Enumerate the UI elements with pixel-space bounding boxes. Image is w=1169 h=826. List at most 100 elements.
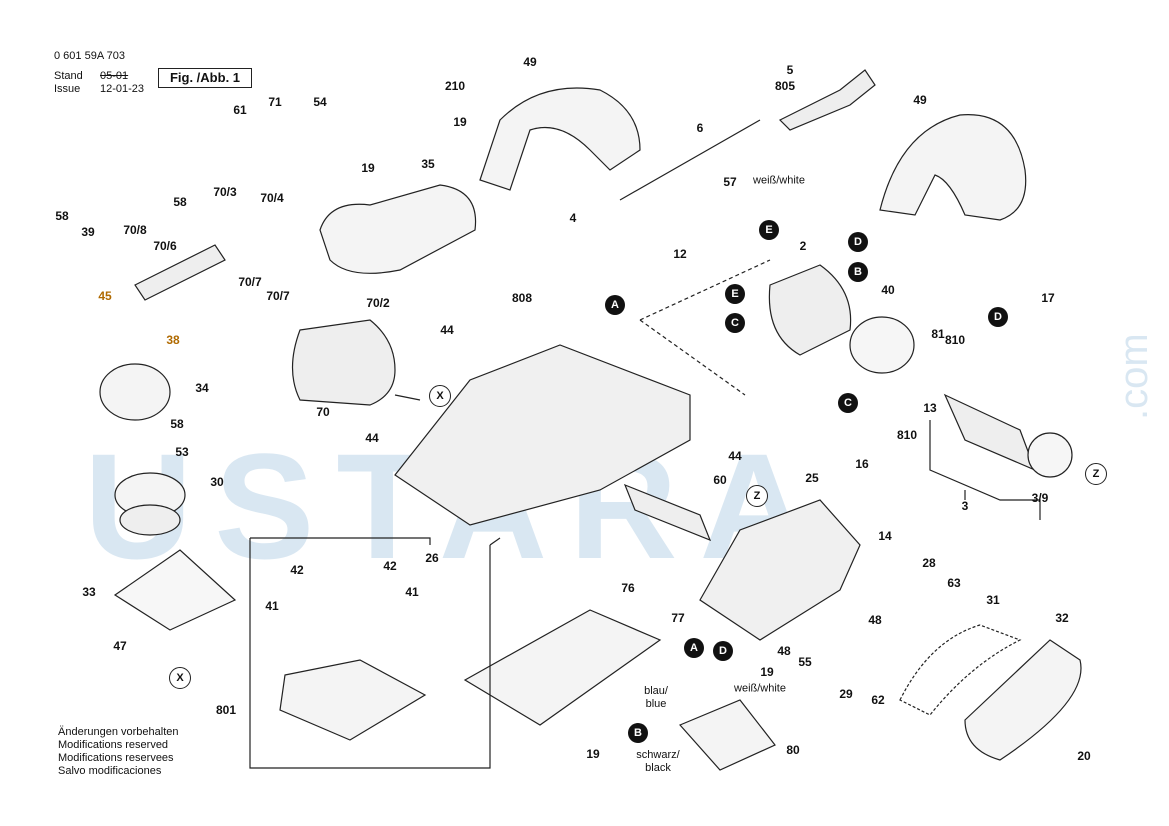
part-label: 805 [774, 79, 796, 93]
part-label: 28 [922, 556, 936, 570]
connector-badge: C [838, 393, 858, 413]
connector-badge: D [713, 641, 733, 661]
ref-marker: Z [1085, 463, 1107, 485]
cover-part-32 [964, 639, 1082, 761]
scale-plate-33 [113, 549, 237, 631]
part-label: 3/9 [1031, 491, 1049, 505]
part-label: 20 [1077, 749, 1091, 763]
part-label: 12 [673, 247, 687, 261]
part-label: 17 [1041, 291, 1055, 305]
connector-badge: E [725, 284, 745, 304]
part-label: 44 [440, 323, 454, 337]
ref-marker: X [429, 385, 451, 407]
part-label: 70/7 [238, 275, 262, 289]
part-label: 80 [786, 743, 800, 757]
part-label: 25 [805, 471, 819, 485]
part-label: 70/7 [266, 289, 290, 303]
part-label: 29 [839, 687, 853, 701]
part-label: 70/4 [260, 191, 284, 205]
part-label: 70 [316, 405, 330, 419]
knob-part-34 [99, 363, 171, 421]
note-line: Modifications reserved [58, 739, 169, 751]
part-label: 55 [798, 655, 812, 669]
part-label: 35 [421, 157, 435, 171]
field-coil-2 [768, 264, 852, 356]
ref-marker: Z [746, 485, 768, 507]
part-label: 13 [923, 401, 937, 415]
connector-badge: C [725, 313, 745, 333]
part-label: 39 [81, 225, 95, 239]
part-label: 58 [173, 195, 187, 209]
wire-label-white: weiß/white [753, 174, 805, 187]
stand-label: Stand [54, 70, 83, 82]
part-label: 42 [290, 563, 304, 577]
part-label: 71 [268, 95, 282, 109]
part-label: 70/6 [153, 239, 177, 253]
plate-part-70-6 [134, 244, 226, 301]
part-label: 41 [265, 599, 279, 613]
part-label: 801 [215, 703, 237, 717]
part-label: 54 [313, 95, 327, 109]
part-label: 19 [760, 665, 774, 679]
part-number: 0 601 59A 703 [54, 50, 125, 62]
part-label: 34 [195, 381, 209, 395]
issue-value: 12-01-23 [100, 83, 145, 95]
part-label: 58 [55, 209, 69, 223]
part-label: 2 [799, 239, 807, 253]
connector-badge: D [988, 307, 1008, 327]
connector-badge: B [848, 262, 868, 282]
wire-label-white-2: weiß/white [734, 682, 786, 695]
note-line: Modifications reservees [58, 752, 174, 764]
part-label-highlighted: 38 [166, 333, 180, 347]
part-label: 32 [1055, 611, 1069, 625]
connector-badge: A [605, 295, 625, 315]
part-label: 47 [113, 639, 127, 653]
part-label: 62 [871, 693, 885, 707]
base-box-801 [279, 659, 427, 741]
part-label: 41 [405, 585, 419, 599]
part-label: 44 [365, 431, 379, 445]
part-label: 4 [569, 211, 577, 225]
ref-marker: X [169, 667, 191, 689]
part-label: 810 [944, 333, 966, 347]
part-label: 49 [523, 55, 537, 69]
part-label: 19 [453, 115, 467, 129]
ring-part-40 [849, 316, 915, 374]
housing-main [394, 344, 691, 526]
belt-part-31 [899, 624, 1022, 716]
handle-part-49 [479, 87, 641, 191]
connector-badge: E [759, 220, 779, 240]
part-label: 61 [233, 103, 247, 117]
part-label: 48 [868, 613, 882, 627]
switch-box-80 [678, 699, 776, 771]
part-label: 76 [621, 581, 635, 595]
cover-part-35 [319, 184, 477, 274]
part-label-highlighted: 45 [98, 289, 112, 303]
part-label: 42 [383, 559, 397, 573]
part-label: 40 [881, 283, 895, 297]
plug-part-5 [778, 69, 876, 131]
part-label: 81 [931, 327, 945, 341]
tube-part-60 [623, 483, 712, 542]
modification-notes: Änderungen vorbehalten Modifications res… [58, 726, 178, 778]
part-label: 44 [728, 449, 742, 463]
part-label: 6 [696, 121, 704, 135]
sole-plate [463, 609, 662, 726]
armature-part-3 [943, 393, 1037, 472]
connector-badge: A [684, 638, 704, 658]
motor-part-70 [291, 319, 396, 406]
part-label: 5 [786, 63, 794, 77]
part-label: 57 [723, 175, 737, 189]
part-label: 70/8 [123, 223, 147, 237]
part-label: 31 [986, 593, 1000, 607]
figure-label: Fig. /Abb. 1 [158, 68, 252, 88]
part-label: 77 [671, 611, 685, 625]
part-label: 33 [82, 585, 96, 599]
part-label: 53 [175, 445, 189, 459]
part-label: 70/2 [366, 296, 390, 310]
connector-badge: B [628, 723, 648, 743]
part-label: 58 [170, 417, 184, 431]
connector-badge: D [848, 232, 868, 252]
